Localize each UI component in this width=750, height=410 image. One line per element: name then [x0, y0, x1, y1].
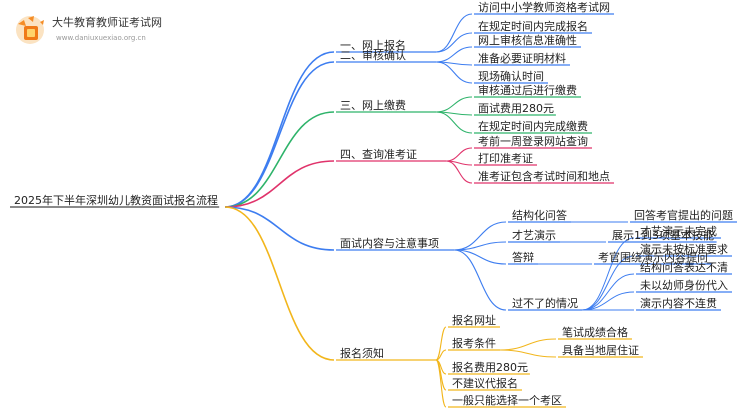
branch-connector-4	[224, 206, 335, 251]
child-connector-4-2	[453, 249, 507, 265]
branch-5: 报名须知	[340, 346, 384, 360]
child-1-0: 网上审核信息准确性	[478, 33, 577, 47]
grandchild-4-1-0: 展示1到3项基本技能	[612, 228, 714, 242]
child-5-1: 报考条件	[452, 336, 496, 350]
grandchild-4-3-2: 结构问答表达不清	[640, 260, 728, 274]
branch-connector-2	[224, 111, 335, 208]
child-connector-5-1	[435, 349, 447, 361]
child-connector-3-2	[445, 160, 473, 184]
nodes: 2025年下半年深圳幼儿教资面试报名流程 一、网上报名 访问中小学教师资格考试网在规…	[14, 0, 733, 407]
branch-1: 二、审核确认	[340, 48, 406, 62]
grandchild-connector-4-3-0	[581, 237, 635, 311]
grandchild-4-3-1: 演示未按标准要求	[640, 242, 728, 256]
child-2-0: 审核通过后进行缴费	[478, 83, 577, 97]
child-5-3: 不建议代报名	[452, 376, 518, 390]
grandchild-4-2-0: 考官围绕演示内容提问	[598, 250, 708, 264]
child-4-2: 答辩	[512, 250, 534, 264]
root-node: 2025年下半年深圳幼儿教资面试报名流程	[14, 193, 218, 207]
branch-connector-3	[224, 160, 335, 208]
grandchild-5-1-1: 具备当地居住证	[562, 343, 639, 357]
grandchild-connector-5-1-0	[499, 338, 557, 351]
grandchild-connector-5-1-1	[499, 349, 557, 358]
child-3-1: 打印准考证	[478, 151, 533, 165]
child-connector-0-1	[435, 32, 473, 53]
child-4-0: 结构化问答	[512, 208, 567, 222]
grandchild-4-3-3: 未以幼师身份代入	[640, 278, 728, 292]
grandchild-5-1-0: 笔试成绩合格	[562, 325, 628, 339]
branch-4: 面试内容与注意事项	[340, 236, 439, 250]
child-5-0: 报名网址	[452, 313, 496, 327]
child-4-3: 过不了的情况	[512, 296, 578, 310]
child-connector-5-0	[435, 326, 447, 361]
child-connector-1-0	[435, 46, 473, 63]
child-0-0: 访问中小学教师资格考试网	[478, 0, 610, 14]
child-connector-0-0	[435, 13, 473, 53]
child-1-1: 准备必要证明材料	[478, 51, 566, 65]
branch-3: 四、查询准考证	[340, 147, 417, 161]
child-connector-3-0	[445, 147, 473, 162]
grandchild-connector-4-3-1	[581, 255, 635, 311]
branch-2: 三、网上缴费	[340, 98, 406, 112]
logo-title: 大牛教育教师证考试网	[52, 15, 162, 29]
branch-0: 一、网上报名	[340, 38, 406, 52]
child-connector-2-0	[435, 96, 473, 113]
child-2-2: 在规定时间内完成缴费	[478, 119, 588, 133]
child-2-1: 面试费用280元	[478, 102, 554, 115]
child-connector-2-2	[435, 111, 473, 134]
grandchild-connector-4-3-2	[581, 273, 635, 311]
child-3-0: 考前一周登录网站查询	[478, 134, 588, 148]
grandchild-connector-4-3-3	[581, 291, 635, 311]
logo: 大牛教育教师证考试网 www.daniuxuexiao.org.cn	[16, 15, 162, 44]
branch-connector-1	[224, 61, 335, 208]
connector-lines	[10, 13, 737, 408]
grandchild-4-3-0: 才艺演示未完成	[640, 224, 717, 238]
child-5-4: 一般只能选择一个考区	[452, 393, 562, 407]
child-3-2: 准考证包含考试时间和地点	[478, 169, 610, 183]
logo-icon	[16, 16, 44, 44]
logo-url: www.daniuxuexiao.org.cn	[56, 34, 146, 42]
child-5-2: 报名费用280元	[452, 360, 528, 374]
grandchild-4-3-4: 演示内容不连贯	[640, 296, 717, 310]
branch-connector-5	[224, 206, 335, 361]
child-4-1: 才艺演示	[512, 228, 556, 242]
child-connector-1-2	[435, 61, 473, 84]
grandchild-4-0-0: 回答考官提出的问题	[634, 208, 733, 222]
child-1-2: 现场确认时间	[478, 69, 544, 83]
child-connector-4-3	[453, 249, 507, 311]
child-connector-5-4	[435, 359, 447, 408]
child-0-1: 在规定时间内完成报名	[478, 19, 588, 33]
